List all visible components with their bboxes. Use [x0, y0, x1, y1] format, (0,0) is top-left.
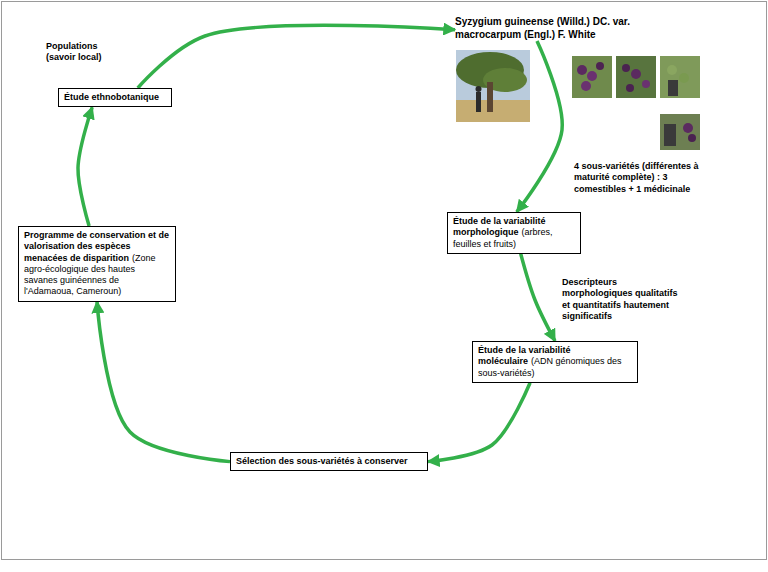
frame-border	[2, 2, 767, 560]
edge-label: Descripteurs morphologiques qualitatifs …	[560, 276, 680, 323]
process-box: Sélection des sous-variétés à conserver	[230, 452, 428, 471]
flow-arrow	[97, 302, 230, 462]
flow-arrow	[428, 383, 530, 462]
edge-label: 4 sous-variétés (différentes à maturité …	[572, 160, 722, 196]
box-heading: Syzygium guineense (Willd.) DC. var. mac…	[455, 16, 630, 40]
process-box: Étude de la variabilité morphologique(ar…	[447, 212, 581, 254]
box-heading: Étude ethnobotanique	[64, 92, 159, 102]
flow-arrow	[138, 25, 455, 88]
flow-arrow	[521, 254, 555, 341]
fruit-photo	[660, 114, 700, 150]
box-heading: Sélection des sous-variétés à conserver	[236, 456, 408, 466]
tree-photo	[456, 50, 530, 122]
flow-arrow	[517, 41, 563, 212]
fruit-photo	[572, 56, 612, 98]
fruit-photo	[660, 56, 700, 98]
species-title: Syzygium guineense (Willd.) DC. var. mac…	[455, 16, 660, 41]
flow-arrow	[78, 107, 92, 226]
process-box: Programme de conservation et de valorisa…	[18, 226, 176, 302]
process-box: Étude de la variabilité moléculaire(ADN …	[472, 341, 638, 383]
process-box: Étude ethnobotanique	[58, 88, 172, 107]
edge-label: Populations (savoir local)	[44, 40, 114, 65]
fruit-photo	[616, 56, 656, 98]
